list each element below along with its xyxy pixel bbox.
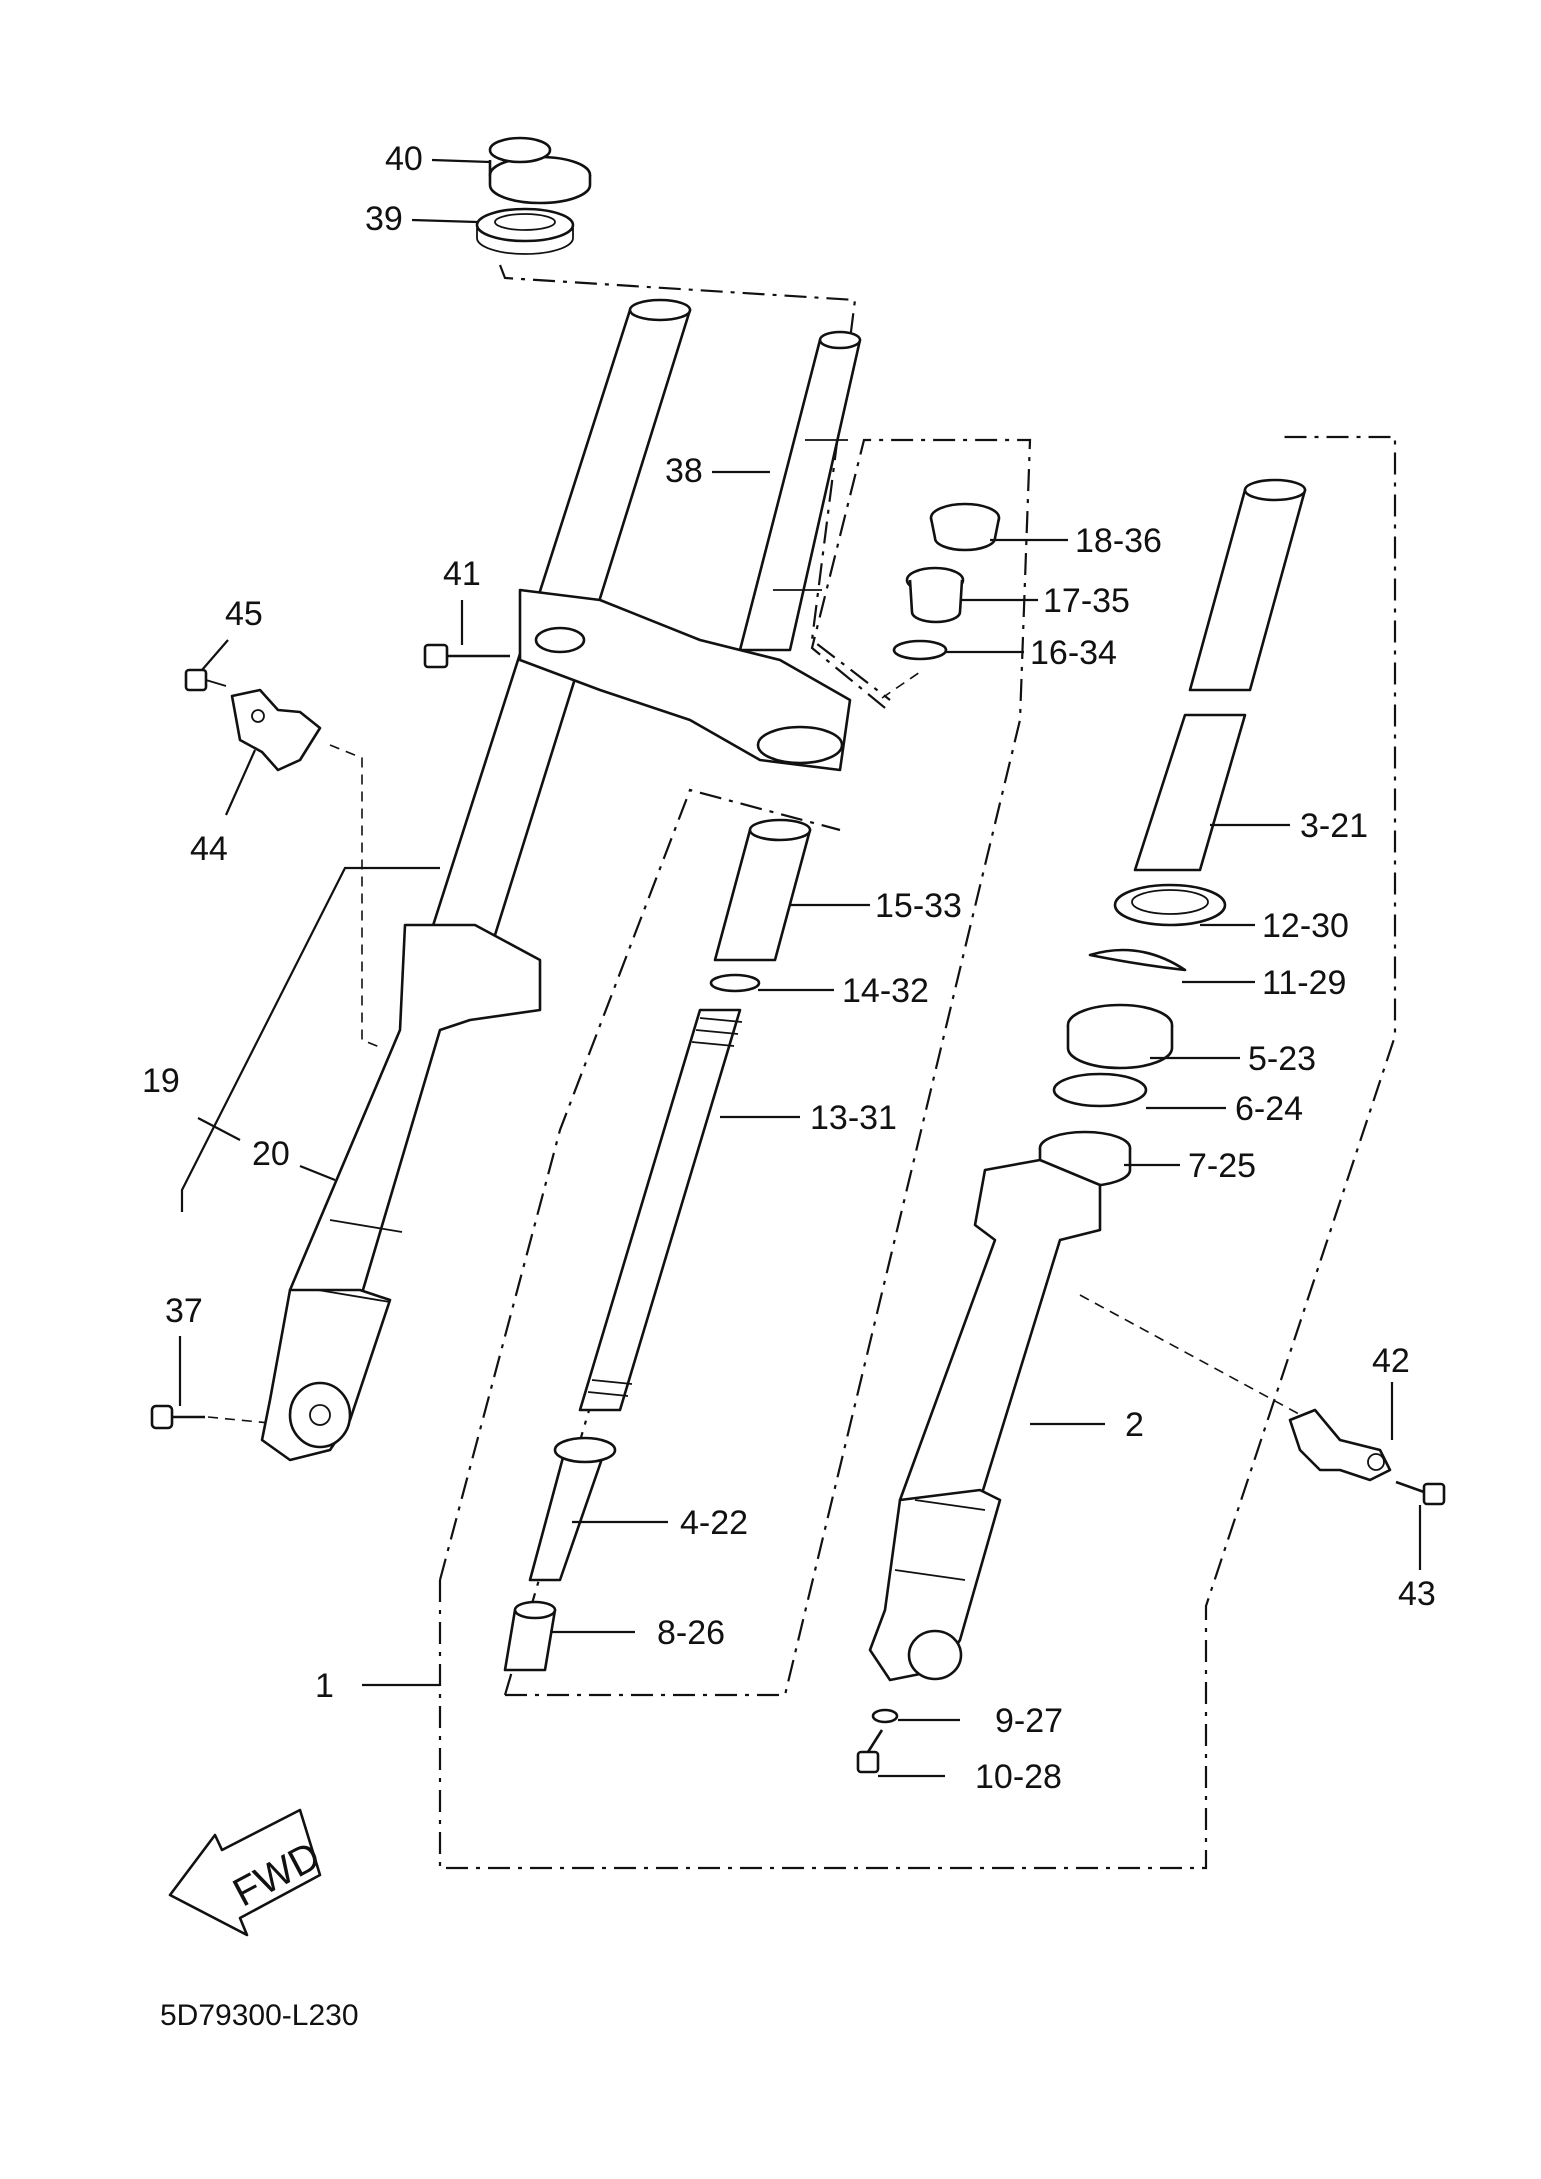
callout-1: 1: [315, 1667, 334, 1705]
spring-13-31: [578, 1008, 743, 1412]
brake-hose-guide-44: [230, 688, 322, 772]
callout-20: 20: [252, 1135, 290, 1173]
callout-41: 41: [443, 555, 481, 593]
bearing-39: [475, 207, 575, 255]
leader-19: [180, 866, 440, 1212]
callout-37: 37: [165, 1292, 203, 1330]
bolt-41: [423, 643, 510, 669]
bearing-cover-40: [488, 136, 592, 205]
steering-stem-38: [738, 330, 862, 652]
cap-bolt-17-35: [905, 566, 965, 624]
bolt-45: [184, 668, 227, 692]
left-outer-tube: [260, 923, 542, 1462]
callout-10-28: 10-28: [975, 1758, 1062, 1796]
parts: [150, 136, 1446, 1937]
leader-39: [411, 218, 478, 224]
callout-7-25: 7-25: [1188, 1147, 1256, 1185]
cap-18-36: [929, 502, 1001, 552]
callout-9-27: 9-27: [995, 1702, 1063, 1740]
callout-40: 40: [385, 140, 423, 178]
callout-8-26: 8-26: [657, 1614, 725, 1652]
callout-42: 42: [1372, 1342, 1410, 1380]
callout-45: 45: [225, 595, 263, 633]
oil-lock-piece-8-26: [503, 1600, 557, 1672]
leader-44: [224, 749, 257, 816]
washer-9-27: [871, 1708, 899, 1724]
washer-6-24: [1052, 1072, 1148, 1108]
callout-38: 38: [665, 452, 703, 490]
fwd-arrow-icon: [168, 1808, 322, 1937]
callout-5-23: 5-23: [1248, 1040, 1316, 1078]
o-ring-16-34: [892, 639, 948, 661]
callout-4-22: 4-22: [680, 1504, 748, 1542]
damper-rod-4-22: [528, 1436, 617, 1582]
callout-12-30: 12-30: [1262, 907, 1349, 945]
oring-16-hint: [881, 671, 921, 699]
callout-18-36: 18-36: [1075, 522, 1162, 560]
callout-11-29: 11-29: [1262, 964, 1346, 1002]
dust-seal-12-30: [1113, 883, 1227, 927]
brake-hose-guide-42: [1288, 1408, 1392, 1482]
brake-hose-guide-left-hint: [329, 744, 383, 1049]
clip-11-29: [1088, 948, 1187, 972]
left-inner-boundary: [438, 788, 841, 1581]
leader-lines: [178, 158, 1422, 1778]
callout-2: 2: [1125, 1406, 1144, 1444]
inner-parts-boundary: [505, 438, 1032, 1697]
diagram-code: 5D79300-L230: [160, 1999, 359, 2032]
callout-43: 43: [1398, 1575, 1436, 1613]
guide-42-hint: [1079, 1294, 1311, 1421]
callout-19: 19: [142, 1062, 180, 1100]
bolt-10-28: [856, 1729, 884, 1774]
steering-boundary: [498, 264, 891, 701]
washer-14-32: [709, 973, 761, 993]
leader-40: [431, 158, 491, 164]
leader-20: [299, 1164, 336, 1182]
inner-tube-3-21: [1133, 478, 1307, 872]
callout-16-34: 16-34: [1030, 634, 1117, 672]
bolt-43: [1395, 1480, 1446, 1506]
callouts: 40 39 38 41 45 44 19 20 37 1 18-36 17-35…: [142, 140, 1436, 2032]
callout-3-21: 3-21: [1300, 807, 1368, 845]
under-bracket: [518, 588, 852, 772]
outer-tube-2: [868, 1158, 1102, 1682]
callout-6-24: 6-24: [1235, 1090, 1303, 1128]
oil-seal-5-23: [1066, 1003, 1174, 1070]
callout-44: 44: [190, 830, 228, 868]
bolt-37: [150, 1404, 205, 1430]
leader-45: [201, 639, 229, 671]
spacer-15-33: [713, 818, 812, 962]
callout-14-32: 14-32: [842, 972, 929, 1010]
callout-15-33: 15-33: [875, 887, 962, 925]
leader-19-tick: [197, 1117, 241, 1141]
assembly-1-boundary: [438, 435, 1397, 1870]
callout-17-35: 17-35: [1043, 582, 1130, 620]
callout-39: 39: [365, 200, 403, 238]
callout-13-31: 13-31: [810, 1099, 897, 1137]
